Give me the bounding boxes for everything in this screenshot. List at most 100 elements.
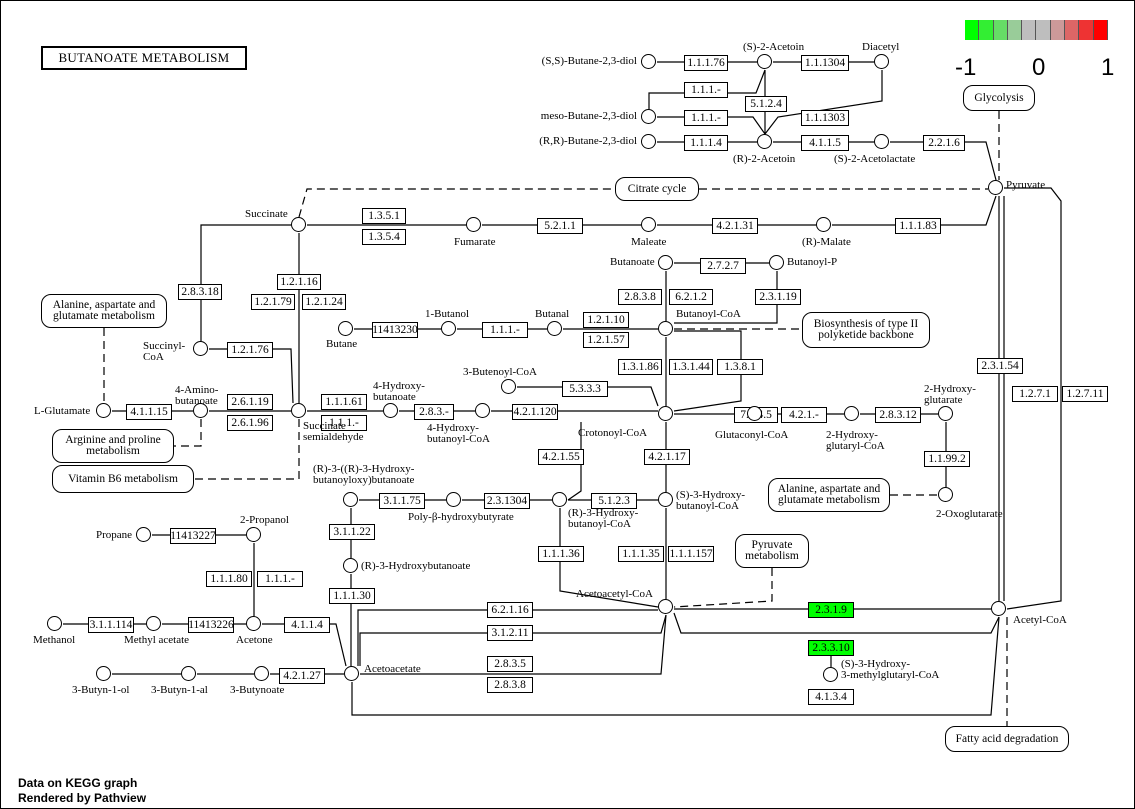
compound-node[interactable] xyxy=(441,321,456,336)
pathway-map-link[interactable]: Alanine, aspartate and glutamate metabol… xyxy=(768,478,890,512)
compound-node[interactable] xyxy=(757,134,772,149)
enzyme-box[interactable]: 5.1.2.3 xyxy=(591,493,637,509)
enzyme-box[interactable]: 2.8.3.18 xyxy=(178,284,222,300)
enzyme-box[interactable]: 1.1.1.4 xyxy=(684,135,728,151)
enzyme-box[interactable]: 4.2.1.27 xyxy=(279,668,325,684)
compound-node[interactable] xyxy=(47,616,62,631)
pathway-map-link[interactable]: Arginine and proline metabolism xyxy=(52,429,174,463)
enzyme-box[interactable]: 3.1.1.75 xyxy=(379,493,425,509)
compound-node[interactable] xyxy=(658,321,673,336)
compound-node[interactable] xyxy=(769,255,784,270)
enzyme-box[interactable]: 5.2.1.1 xyxy=(537,218,583,234)
enzyme-box[interactable]: 11413226 xyxy=(188,617,234,633)
compound-node[interactable] xyxy=(874,134,889,149)
pathway-map-link[interactable]: Pyruvate metabolism xyxy=(735,534,809,568)
compound-node[interactable] xyxy=(641,54,656,69)
enzyme-box[interactable]: 2.3.1304 xyxy=(484,493,530,509)
enzyme-box[interactable]: 1.2.1.24 xyxy=(302,294,346,310)
enzyme-box[interactable]: 11413227 xyxy=(170,528,216,544)
enzyme-box[interactable]: 5.1.2.4 xyxy=(745,96,787,112)
enzyme-box[interactable]: 1.3.1.86 xyxy=(618,359,662,375)
enzyme-box[interactable]: 11413230 xyxy=(372,322,418,338)
enzyme-box[interactable]: 1.1.1304 xyxy=(801,55,849,71)
pathway-map-link[interactable]: Biosynthesis of type II polyketide backb… xyxy=(802,312,930,348)
compound-node[interactable] xyxy=(446,492,461,507)
enzyme-box[interactable]: 2.3.3.10 xyxy=(808,640,854,656)
compound-node[interactable] xyxy=(291,403,306,418)
enzyme-box[interactable]: 4.2.1.120 xyxy=(512,404,558,420)
compound-node[interactable] xyxy=(254,666,269,681)
enzyme-box[interactable]: 2.3.1.9 xyxy=(808,602,854,618)
enzyme-box[interactable]: 4.1.3.4 xyxy=(808,689,854,705)
enzyme-box[interactable]: 1.2.1.10 xyxy=(583,312,629,328)
compound-node[interactable] xyxy=(291,217,306,232)
compound-node[interactable] xyxy=(96,403,111,418)
enzyme-box[interactable]: 1.1.1.35 xyxy=(618,546,664,562)
compound-node[interactable] xyxy=(938,406,953,421)
enzyme-box[interactable]: 1.1.1.76 xyxy=(684,55,728,71)
enzyme-box[interactable]: 2.6.1.96 xyxy=(227,415,273,431)
enzyme-box[interactable]: 1.1.1.36 xyxy=(538,546,584,562)
enzyme-box[interactable]: 1.3.5.1 xyxy=(362,208,406,224)
enzyme-box[interactable]: 1.3.8.1 xyxy=(717,359,763,375)
enzyme-box[interactable]: 1.1.1.- xyxy=(684,110,728,126)
enzyme-box[interactable]: 5.3.3.3 xyxy=(562,381,608,397)
compound-node[interactable] xyxy=(344,666,359,681)
enzyme-box[interactable]: 1.2.7.11 xyxy=(1062,386,1108,402)
enzyme-box[interactable]: 6.2.1.2 xyxy=(669,289,713,305)
enzyme-box[interactable]: 2.6.1.19 xyxy=(227,394,273,410)
enzyme-box[interactable]: 3.1.1.22 xyxy=(329,524,375,540)
pathway-map-link[interactable]: Vitamin B6 metabolism xyxy=(52,465,194,493)
enzyme-box[interactable]: 4.2.1.55 xyxy=(538,449,584,465)
pathway-map-link[interactable]: Glycolysis xyxy=(963,85,1035,111)
enzyme-box[interactable]: 6.2.1.16 xyxy=(487,602,533,618)
enzyme-box[interactable]: 4.2.1.31 xyxy=(712,218,758,234)
pathway-map-link[interactable]: Citrate cycle xyxy=(615,177,699,201)
enzyme-box[interactable]: 2.3.1.54 xyxy=(977,358,1023,374)
enzyme-box[interactable]: 2.8.3.5 xyxy=(487,656,533,672)
compound-node[interactable] xyxy=(136,527,151,542)
enzyme-box[interactable]: 2.8.3.12 xyxy=(875,407,921,423)
compound-node[interactable] xyxy=(383,403,398,418)
enzyme-box[interactable]: 1.1.1.- xyxy=(321,415,367,431)
compound-node[interactable] xyxy=(552,492,567,507)
enzyme-box[interactable]: 1.1.1.- xyxy=(257,571,303,587)
enzyme-box[interactable]: 2.8.3.8 xyxy=(487,677,533,693)
enzyme-box[interactable]: 4.1.1.4 xyxy=(284,617,330,633)
enzyme-box[interactable]: 4.1.1.5 xyxy=(801,135,849,151)
compound-node[interactable] xyxy=(658,406,673,421)
enzyme-box[interactable]: 2.7.2.7 xyxy=(700,258,746,274)
compound-node[interactable] xyxy=(181,666,196,681)
compound-node[interactable] xyxy=(874,54,889,69)
enzyme-box[interactable]: 2.8.3.8 xyxy=(618,289,662,305)
enzyme-box[interactable]: 4.1.1.15 xyxy=(126,404,172,420)
compound-node[interactable] xyxy=(193,341,208,356)
compound-node[interactable] xyxy=(747,406,762,421)
compound-node[interactable] xyxy=(475,403,490,418)
compound-node[interactable] xyxy=(757,54,772,69)
enzyme-box[interactable]: 1.1.1.- xyxy=(684,82,728,98)
compound-node[interactable] xyxy=(96,666,111,681)
enzyme-box[interactable]: 1.1.1.- xyxy=(482,322,528,338)
enzyme-box[interactable]: 2.8.3.- xyxy=(414,404,454,420)
enzyme-box[interactable]: 4.2.1.- xyxy=(781,407,827,423)
compound-node[interactable] xyxy=(466,217,481,232)
compound-node[interactable] xyxy=(641,217,656,232)
compound-node[interactable] xyxy=(246,616,261,631)
enzyme-box[interactable]: 1.2.1.79 xyxy=(251,294,295,310)
enzyme-box[interactable]: 1.2.1.76 xyxy=(227,342,273,358)
enzyme-box[interactable]: 1.2.1.57 xyxy=(583,332,629,348)
enzyme-box[interactable]: 1.3.5.4 xyxy=(362,229,406,245)
compound-node[interactable] xyxy=(823,667,838,682)
compound-node[interactable] xyxy=(658,492,673,507)
enzyme-box[interactable]: 2.3.1.19 xyxy=(755,289,801,305)
compound-node[interactable] xyxy=(246,527,261,542)
enzyme-box[interactable]: 1.1.1.157 xyxy=(668,546,714,562)
enzyme-box[interactable]: 1.2.7.1 xyxy=(1012,386,1058,402)
compound-node[interactable] xyxy=(501,379,516,394)
compound-node[interactable] xyxy=(641,109,656,124)
compound-node[interactable] xyxy=(816,217,831,232)
compound-node[interactable] xyxy=(338,321,353,336)
compound-node[interactable] xyxy=(658,255,673,270)
compound-node[interactable] xyxy=(658,599,673,614)
